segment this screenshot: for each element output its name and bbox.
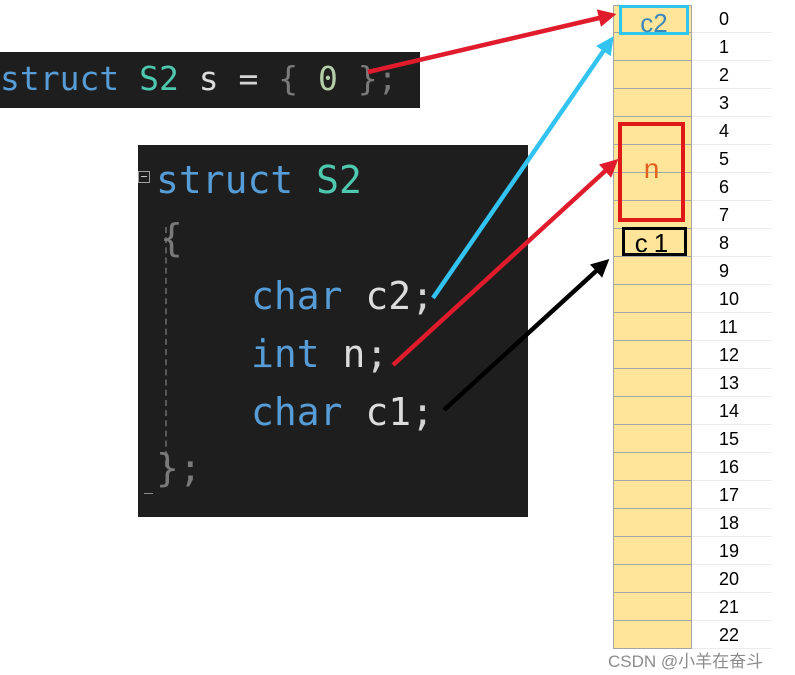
close-brace-semicolon: }; (357, 59, 398, 98)
memory-cell (613, 509, 692, 537)
code-line-field-c2: char c2; (251, 277, 434, 315)
memory-cell (613, 61, 692, 89)
memory-cell (613, 33, 692, 61)
memory-cell (613, 565, 692, 593)
offset-label: 15 (692, 425, 772, 453)
fold-end-marker (144, 493, 153, 494)
offset-label: 0 (692, 5, 772, 33)
watermark: CSDN @小羊在奋斗 (608, 652, 764, 671)
semicolon: ; (365, 332, 389, 376)
offset-label: 4 (692, 117, 772, 145)
semicolon: ; (411, 390, 435, 434)
offset-label: 11 (692, 313, 772, 341)
offset-label: 2 (692, 61, 772, 89)
field-name: c1 (365, 390, 412, 434)
offset-label: 19 (692, 537, 772, 565)
collapse-toggle-icon (138, 171, 150, 183)
offset-label: 16 (692, 453, 772, 481)
type-name: S2 (139, 59, 179, 98)
field-name: n (342, 332, 366, 376)
memory-cell (613, 173, 692, 201)
open-brace: { (278, 59, 299, 98)
offset-label: 5 (692, 145, 772, 173)
offset-label: 9 (692, 257, 772, 285)
keyword-struct: struct (156, 158, 294, 202)
semicolon: ; (411, 274, 435, 318)
offset-label: 12 (692, 341, 772, 369)
memory-cell (613, 453, 692, 481)
code-line-field-c1: char c1; (251, 393, 434, 431)
memory-cell (613, 369, 692, 397)
offset-label: 14 (692, 397, 772, 425)
memory-cell (613, 89, 692, 117)
offset-label: 18 (692, 509, 772, 537)
zero-literal: 0 (317, 59, 338, 98)
code-line-close-brace: }; (156, 446, 202, 490)
equals-sign: = (238, 59, 259, 98)
type-name: S2 (316, 158, 362, 202)
code-line-field-n: int n; (251, 335, 388, 373)
memory-cell (613, 201, 692, 229)
offset-label: 3 (692, 89, 772, 117)
memory-cell (613, 117, 692, 145)
variable-name: s (198, 59, 219, 98)
indent-guide (165, 227, 167, 467)
memory-cell (613, 537, 692, 565)
offset-label: 20 (692, 565, 772, 593)
memory-cell (613, 397, 692, 425)
offset-label: 7 (692, 201, 772, 229)
memory-label-c1: c1 (622, 227, 687, 256)
offset-label: 13 (692, 369, 772, 397)
memory-cell (613, 257, 692, 285)
field-type: int (251, 332, 320, 376)
offset-label: 1 (692, 33, 772, 61)
code-line-declaration: struct S2 s = { 0 }; (0, 62, 397, 95)
memory-cell (613, 313, 692, 341)
keyword-struct: struct (0, 59, 120, 98)
memory-cell (613, 621, 692, 649)
code-snippet-struct-definition: struct S2 { char c2; int n; char c1; }; (138, 145, 528, 517)
code-line-open-brace: { (160, 216, 183, 260)
offset-label: 21 (692, 593, 772, 621)
offset-label: 22 (692, 621, 772, 649)
memory-label-c2: c2 (619, 5, 689, 38)
field-type: char (251, 274, 343, 318)
field-type: char (251, 390, 343, 434)
memory-cell (613, 285, 692, 313)
memory-cell (613, 425, 692, 453)
offset-label: 10 (692, 285, 772, 313)
offset-label: 17 (692, 481, 772, 509)
offset-label: 8 (692, 229, 772, 257)
code-snippet-declaration: struct S2 s = { 0 }; (0, 52, 420, 108)
offset-label: 6 (692, 173, 772, 201)
code-line-struct-header: struct S2 (156, 161, 362, 199)
memory-block-n: n (618, 122, 685, 222)
memory-cell (613, 341, 692, 369)
memory-cell (613, 145, 692, 173)
memory-cell (613, 593, 692, 621)
field-name: c2 (365, 274, 412, 318)
memory-cell (613, 229, 692, 257)
memory-cell (613, 481, 692, 509)
